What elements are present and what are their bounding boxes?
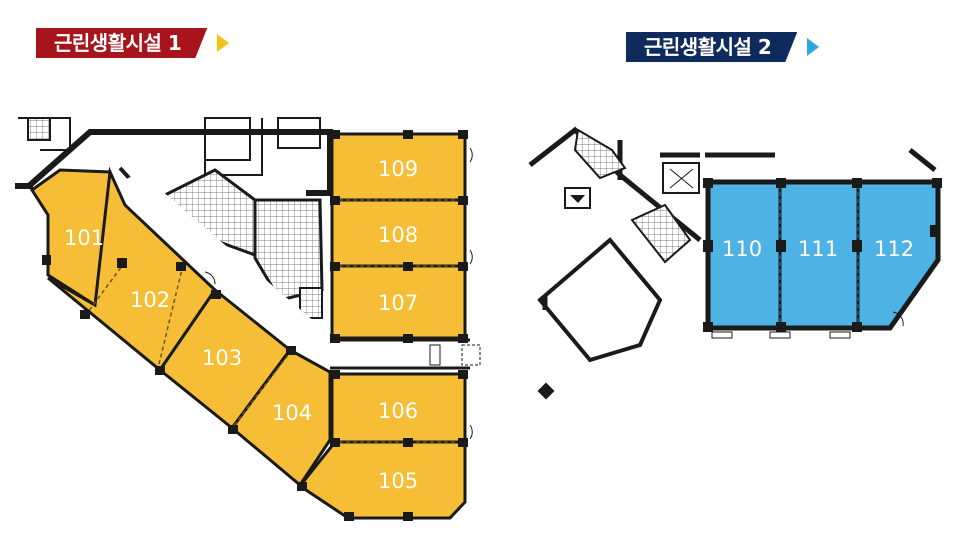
units-area-1	[29, 132, 467, 520]
arrow-right-icon	[217, 34, 230, 52]
unit-label-108: 108	[378, 223, 418, 247]
unit-label-109: 109	[378, 157, 418, 181]
section-2-badge: 근린생활시설 2	[626, 32, 820, 62]
arrow-right-icon	[807, 38, 820, 56]
unit-label-110: 110	[722, 237, 762, 261]
unit-label-103: 103	[202, 346, 242, 370]
unit-label-101: 101	[64, 226, 104, 250]
floor-plan-area-2: 110 111 112	[528, 126, 942, 400]
section-1-title: 근린생활시설 1	[36, 28, 208, 58]
unit-label-104: 104	[272, 401, 312, 425]
stair-core	[564, 128, 700, 264]
unit-label-107: 107	[378, 291, 418, 315]
unit-label-102: 102	[130, 288, 170, 312]
restroom-block	[162, 168, 324, 319]
unit-label-112: 112	[874, 237, 914, 261]
unit-label-106: 106	[378, 399, 418, 423]
section-2-title: 근린생활시설 2	[626, 32, 798, 62]
unit-107	[330, 264, 467, 340]
section-1-badge: 근린생활시설 1	[36, 28, 230, 58]
units-area-2	[706, 180, 940, 330]
unit-104	[229, 348, 332, 488]
floor-plan-area-1: 101 102 103 104 105 106 107 108 109	[15, 117, 481, 521]
unit-106	[330, 372, 467, 444]
unit-label-111: 111	[798, 237, 838, 261]
unit-label-105: 105	[378, 469, 418, 493]
